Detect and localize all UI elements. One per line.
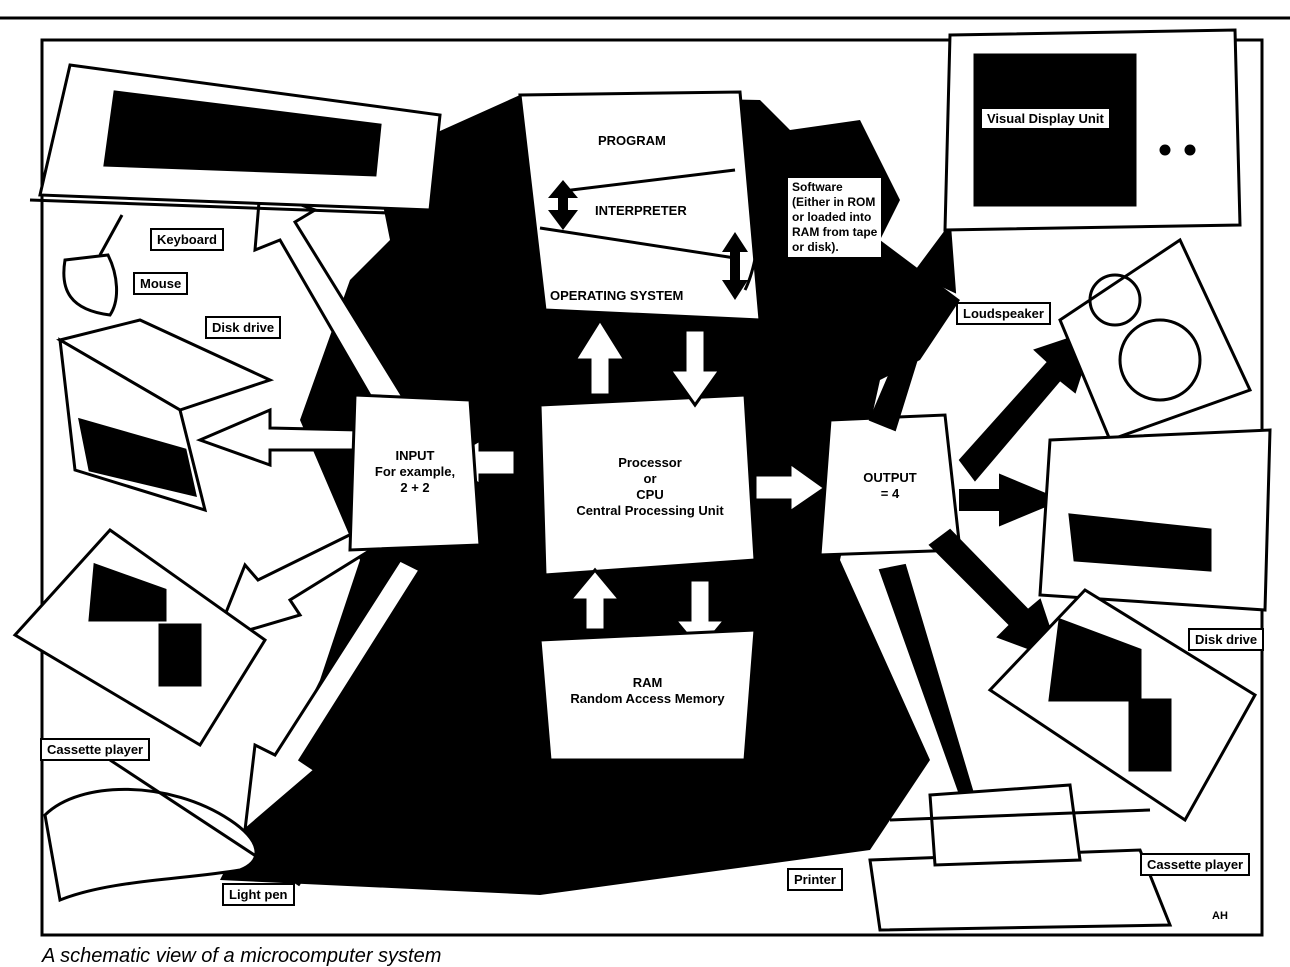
double-arrow-right xyxy=(722,232,748,300)
software-divider-2 xyxy=(539,226,736,260)
ram-text: RAM Random Access Memory xyxy=(570,675,725,706)
arrow-cpu-to-ram xyxy=(566,567,624,632)
disk-drive-left-device xyxy=(56,318,275,513)
disk-drive-right-body xyxy=(1038,428,1272,612)
mouse-body xyxy=(62,253,119,317)
cassette-right-device xyxy=(987,588,1258,823)
software-divider-1 xyxy=(554,168,736,194)
disk-drive-left-slot xyxy=(78,417,197,498)
label-loudspeaker: Loudspeaker xyxy=(956,302,1051,325)
vdu-knob-1 xyxy=(1159,144,1171,156)
ram-box xyxy=(538,628,757,762)
keyboard-keys xyxy=(103,90,382,177)
mouse-cable xyxy=(98,214,124,256)
label-cassette-left: Cassette player xyxy=(40,738,151,761)
arrow-to-vdu xyxy=(868,222,957,432)
printer-device xyxy=(868,783,1173,932)
light-pen-stylus xyxy=(109,758,301,887)
keyboard-base-line xyxy=(29,198,446,217)
mouse-device xyxy=(62,214,124,317)
label-keyboard: Keyboard xyxy=(150,228,224,251)
label-disk-drive-left: Disk drive xyxy=(205,316,282,339)
interpreter-label: INTERPRETER xyxy=(595,203,687,218)
vdu-device xyxy=(943,28,1242,232)
arrow-to-disk-left xyxy=(195,407,362,468)
software-box xyxy=(518,90,762,322)
cassette-left-deck xyxy=(158,623,202,687)
software-note: Software (Either in ROM or loaded into R… xyxy=(788,178,882,257)
label-cassette-right: Cassette player xyxy=(1140,853,1251,876)
loudspeaker-body xyxy=(1058,237,1253,442)
printer-top-edge xyxy=(889,808,1151,822)
arrow-software-to-cpu xyxy=(667,328,723,408)
label-printer: Printer xyxy=(787,868,843,891)
label-mouse: Mouse xyxy=(133,272,189,295)
disk-drive-right-slot xyxy=(1068,513,1212,572)
label-light-pen: Light pen xyxy=(222,883,295,906)
loudspeaker-cone-1 xyxy=(1088,273,1142,327)
output-text: OUTPUT = 4 xyxy=(863,470,917,501)
input-text: INPUT For example, 2 + 2 xyxy=(374,448,456,495)
light-pen-hand xyxy=(43,787,258,903)
label-vdu: Visual Display Unit xyxy=(980,107,1111,130)
operating-system-label: OPERATING SYSTEM xyxy=(550,288,684,303)
input-box xyxy=(348,393,482,552)
software-double-arrows xyxy=(548,180,748,300)
loudspeaker-device xyxy=(1058,237,1253,442)
cassette-left-body xyxy=(12,528,268,748)
arrow-cpu-to-output xyxy=(753,460,828,515)
software-brace xyxy=(743,149,762,291)
printer-paper xyxy=(928,783,1082,867)
artist-signature: AH xyxy=(1212,910,1228,922)
double-arrow-left xyxy=(548,180,578,230)
arrow-to-disk-right xyxy=(959,473,1063,527)
disk-drive-right-device xyxy=(1038,428,1272,612)
program-label: PROGRAM xyxy=(598,133,666,148)
arrow-cpu-to-software xyxy=(572,317,628,397)
arrow-to-light-pen xyxy=(243,558,423,834)
processor-text: Processor or CPU Central Processing Unit xyxy=(576,455,724,518)
vdu-knob-2 xyxy=(1184,144,1196,156)
vdu-screen xyxy=(973,53,1137,207)
keyboard-device xyxy=(29,63,446,217)
cassette-right-deck xyxy=(1128,698,1172,772)
light-pen-device xyxy=(43,758,301,903)
figure-caption: A schematic view of a microcomputer syst… xyxy=(42,945,442,967)
loudspeaker-cone-2 xyxy=(1118,318,1202,402)
cpu-box xyxy=(538,393,757,577)
cassette-left-grille xyxy=(88,562,167,622)
label-disk-drive-right: Disk drive xyxy=(1188,628,1265,651)
cassette-left-device xyxy=(12,528,268,748)
output-arrows xyxy=(868,222,1097,869)
